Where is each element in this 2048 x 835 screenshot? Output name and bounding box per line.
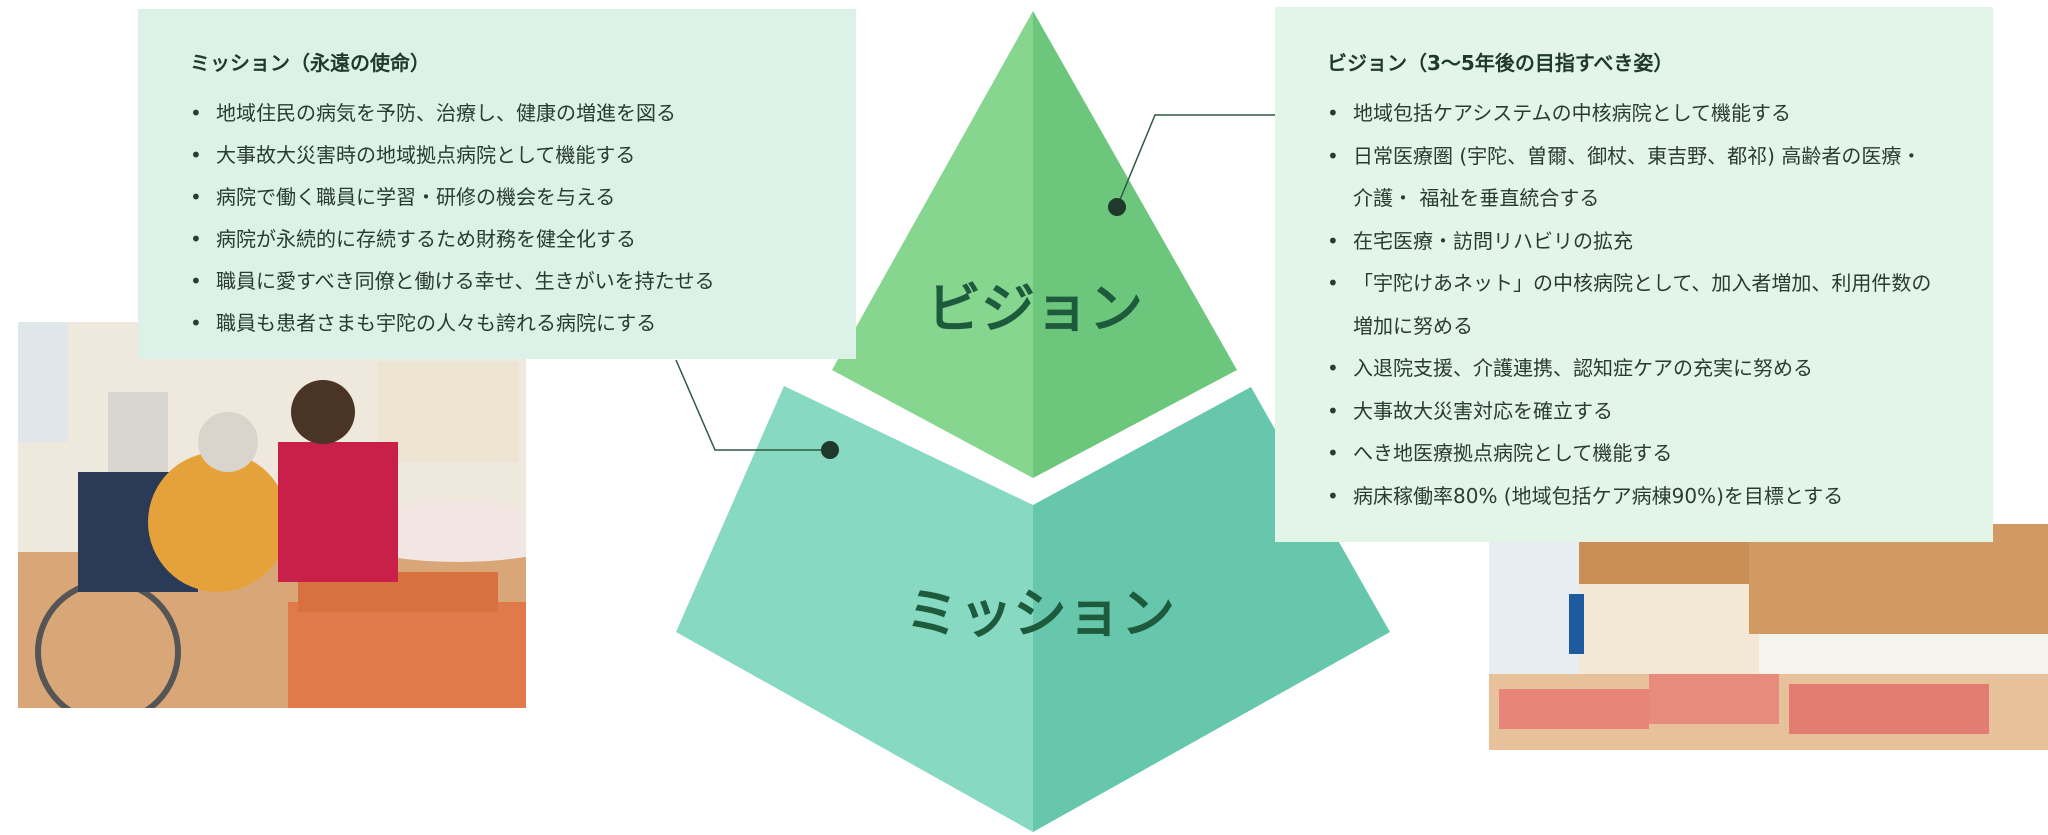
mission-connector-line [675,359,830,451]
vision-title: ビジョン（3〜5年後の目指すべき姿） [1327,51,1674,75]
vision-item: 大事故大災害対応を確立する [1327,390,1993,433]
vision-section-right [1033,11,1237,478]
vision-item-continued: 介護・ 福祉を垂直統合する [1353,186,1600,210]
vision-item: 「宇陀けあネット」の中核病院として、加入者増加、利用件数の [1327,262,1993,305]
photo-elderly-care [18,322,526,708]
mission-item: 病院で働く職員に学習・研修の機会を与える [190,176,856,218]
vision-item: 入退院支援、介護連携、認知症ケアの充実に努める [1327,347,1993,390]
mission-item: 大事故大災害時の地域拠点病院として機能する [190,134,856,176]
mission-item: 病院が永続的に存続するため財務を健全化する [190,218,856,260]
mission-title: ミッション（永遠の使命） [190,51,430,75]
photo-hospital-lobby [1489,524,2048,750]
mission-item: 職員に愛すべき同僚と働ける幸せ、生きがいを持たせる [190,260,856,302]
vision-label: ビジョン [927,277,1143,340]
mission-list: 地域住民の病気を予防、治療し、健康の増進を図る 大事故大災害時の地域拠点病院とし… [190,92,856,344]
vision-list: 地域包括ケアシステムの中核病院として機能する 日常医療圏 (宇陀、曽爾、御杖、東… [1327,92,1993,517]
vision-item: 在宅医療・訪問リハビリの拡充 [1327,220,1993,263]
vision-item: 病床稼働率80% (地域包括ケア病棟90%)を目標とする [1327,475,1993,518]
mission-label: ミッション [905,582,1175,645]
mission-section-left [676,386,1033,832]
vision-panel: ビジョン（3〜5年後の目指すべき姿） 地域包括ケアシステムの中核病院として機能す… [1275,7,1993,542]
vision-connector-dot [1108,198,1126,216]
vision-item-continued: 増加に努める [1353,313,1473,338]
vision-connector-line [1116,114,1275,208]
mission-item: 地域住民の病気を予防、治療し、健康の増進を図る [190,92,856,134]
mission-panel: ミッション（永遠の使命） 地域住民の病気を予防、治療し、健康の増進を図る 大事故… [138,9,856,359]
vision-item: へき地医療拠点病院として機能する [1327,432,1993,475]
mission-item: 職員も患者さまも宇陀の人々も誇れる病院にする [190,302,856,344]
vision-section-left [832,11,1033,478]
vision-item: 地域包括ケアシステムの中核病院として機能する [1327,92,1993,135]
mission-connector-dot [821,441,839,459]
vision-item: 日常医療圏 (宇陀、曽爾、御杖、東吉野、都祁) 高齢者の医療・ [1327,135,1993,178]
